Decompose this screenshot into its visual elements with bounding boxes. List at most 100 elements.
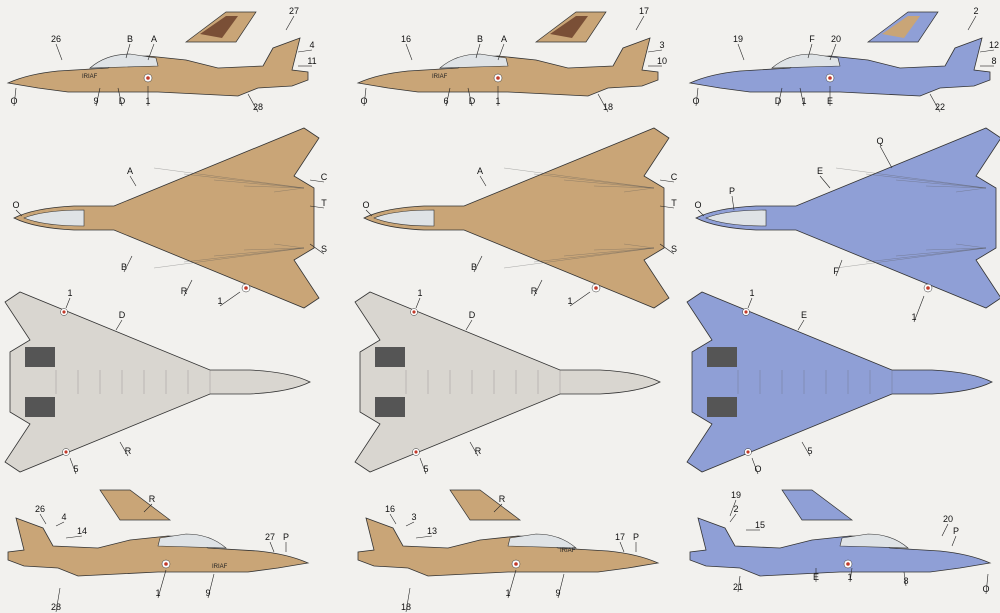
- leader-line: [507, 569, 517, 599]
- leader-line: [941, 523, 949, 537]
- leader-line: [465, 319, 473, 331]
- roundel-center: [846, 562, 850, 566]
- callout-label: 22: [935, 102, 945, 112]
- leader-line: [147, 43, 155, 61]
- leader-line: [829, 43, 837, 61]
- leader-line: [309, 205, 325, 209]
- callout-label: 19: [731, 490, 741, 500]
- callout-label: D: [119, 96, 126, 106]
- camo-patch: [90, 284, 144, 313]
- callout-label: Q: [876, 136, 883, 146]
- callout-label: 1: [801, 96, 806, 106]
- leader-line: [405, 587, 411, 613]
- callout-label: O: [10, 96, 17, 106]
- leader-line: [117, 87, 123, 107]
- callout-label: 18: [401, 602, 411, 612]
- leader-line: [747, 297, 753, 309]
- callout-label: 13: [427, 526, 437, 536]
- callout-label: O: [362, 200, 369, 210]
- roundel-center: [514, 562, 518, 566]
- callout-label: O: [692, 96, 699, 106]
- camo-patch: [694, 239, 771, 275]
- leader-line: [65, 297, 71, 309]
- exhaust-nozzle: [375, 347, 405, 367]
- callout-label: E: [817, 166, 823, 176]
- leader-line: [807, 43, 813, 59]
- fuselage: [357, 37, 659, 97]
- leader-line: [497, 43, 505, 61]
- callout-label: 9: [555, 588, 560, 598]
- callout-label: O: [694, 200, 701, 210]
- callout-label: A: [477, 166, 483, 176]
- callout-label: F: [833, 266, 839, 276]
- callout-label: A: [151, 34, 157, 44]
- leader-line: [557, 573, 565, 599]
- camo-patch: [707, 161, 761, 205]
- callout-label: 1: [217, 296, 222, 306]
- leader-line: [469, 441, 479, 457]
- exhaust-nozzle: [707, 347, 737, 367]
- exhaust-nozzle: [375, 397, 405, 417]
- leader-line: [777, 87, 783, 107]
- spare-fin: [99, 489, 171, 521]
- leader-line: [473, 255, 483, 273]
- callout-label: O: [360, 96, 367, 106]
- bottom-view: [354, 291, 661, 473]
- callout-label: 27: [289, 6, 299, 16]
- roundel-center: [746, 450, 750, 454]
- leader-line: [647, 49, 663, 53]
- side-profile-lower: [357, 500, 682, 595]
- leader-line: [979, 49, 995, 53]
- planform-lower: [354, 291, 661, 473]
- roundel-center: [496, 76, 500, 80]
- leader-line: [125, 43, 131, 59]
- leader-line: [309, 243, 325, 255]
- leader-line: [967, 15, 977, 31]
- bottom-view: [4, 291, 311, 473]
- leader-line: [799, 87, 805, 107]
- leader-line: [445, 87, 451, 107]
- camo-patch: [717, 35, 793, 50]
- leader-line: [115, 319, 123, 331]
- leader-line: [297, 49, 313, 53]
- leader-line: [415, 297, 421, 309]
- callout-label: C: [321, 172, 328, 182]
- scheme-tag-text: IRIAF: [432, 74, 448, 80]
- leader-line: [635, 15, 645, 31]
- leader-line: [39, 513, 47, 525]
- canopy-top: [705, 209, 767, 227]
- leader-line: [731, 195, 735, 211]
- side-profile-lower: [681, 480, 991, 579]
- leader-line: [879, 145, 893, 169]
- roundel-center: [744, 310, 748, 314]
- leader-line: [419, 457, 427, 475]
- camo-patch: [629, 517, 682, 530]
- leader-line: [913, 295, 925, 323]
- callout-label: 4: [61, 512, 66, 522]
- leader-line: [157, 569, 167, 599]
- callout-label: A: [501, 34, 507, 44]
- callout-label: 4: [309, 40, 314, 50]
- exhaust-nozzle: [707, 397, 737, 417]
- roundel-center: [828, 76, 832, 80]
- leader-line: [695, 87, 699, 107]
- callout-label: 19: [733, 34, 743, 44]
- callout-label: 1: [911, 312, 916, 322]
- roundel-center: [62, 310, 66, 314]
- leader-line: [247, 93, 259, 113]
- callout-label: 9: [205, 588, 210, 598]
- fuselage: [7, 517, 309, 577]
- camo-patch: [10, 256, 81, 284]
- leader-line: [737, 43, 745, 61]
- callout-label: 16: [401, 34, 411, 44]
- leader-line: [415, 535, 433, 539]
- scheme-tag-text: IRIAF: [212, 564, 228, 570]
- leader-line: [129, 175, 137, 187]
